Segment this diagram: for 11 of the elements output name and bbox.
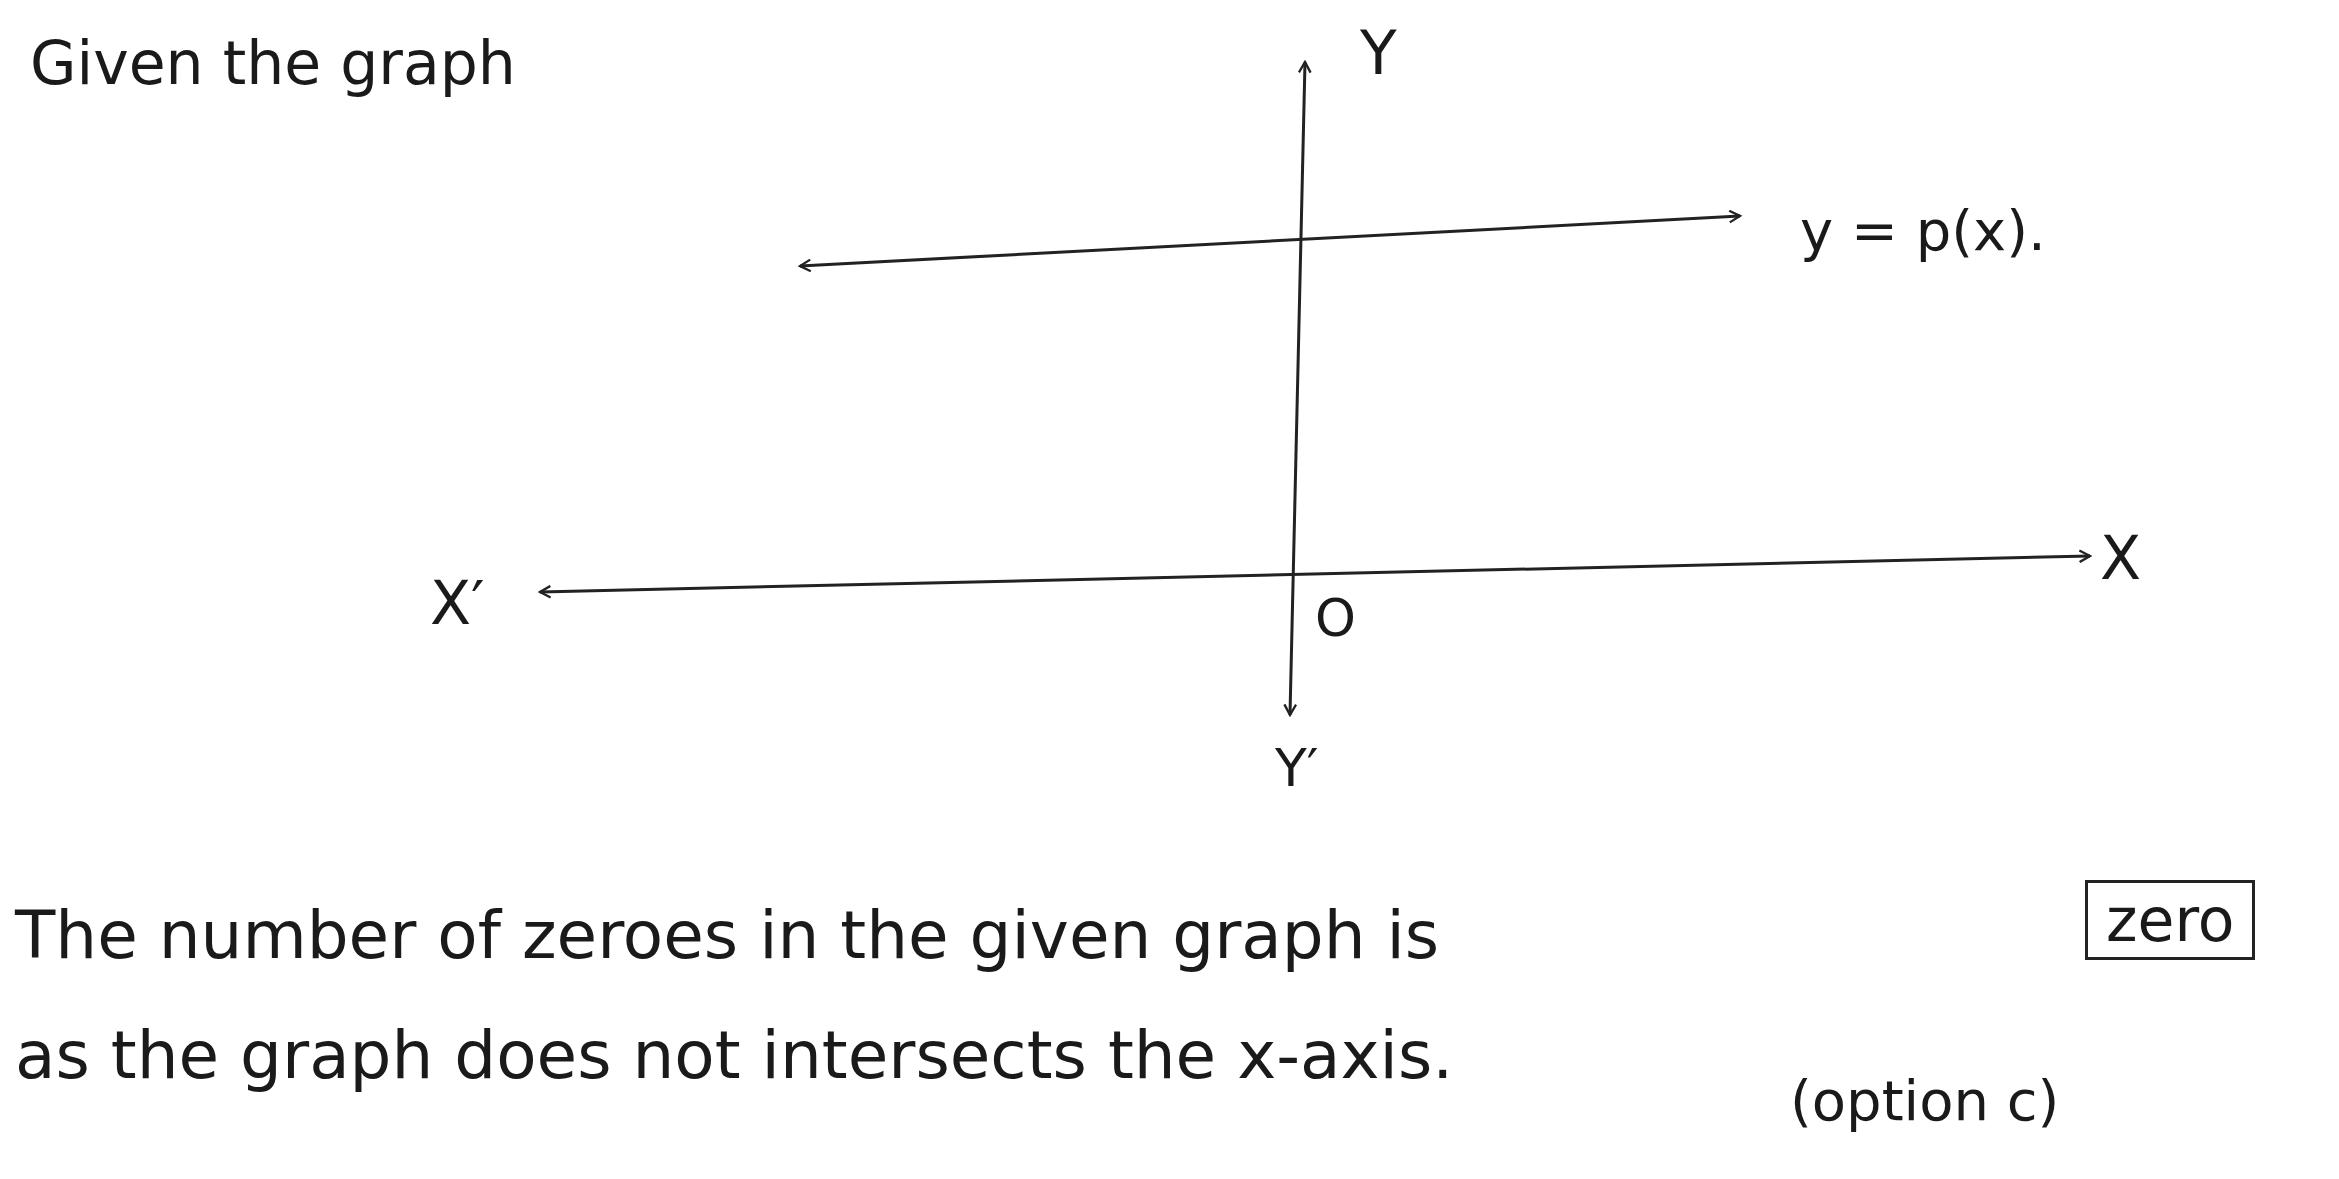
title: Given the graph <box>30 30 516 96</box>
statement-text: The number of zeroes in the given graph is <box>15 900 1440 973</box>
axis-label: X′ <box>430 570 485 636</box>
note-text: (option c) <box>1790 1070 2060 1132</box>
axis-label: X <box>2100 525 2142 591</box>
origin-label: O <box>1315 590 1356 648</box>
equation-label: y = p(x). <box>1800 200 2046 262</box>
axis-label: Y′ <box>1275 740 1319 798</box>
statement-text: as the graph does not intersects the x-axis. <box>15 1020 1454 1093</box>
answer-box: zero <box>2085 880 2256 960</box>
axis-label: Y <box>1360 20 1397 86</box>
